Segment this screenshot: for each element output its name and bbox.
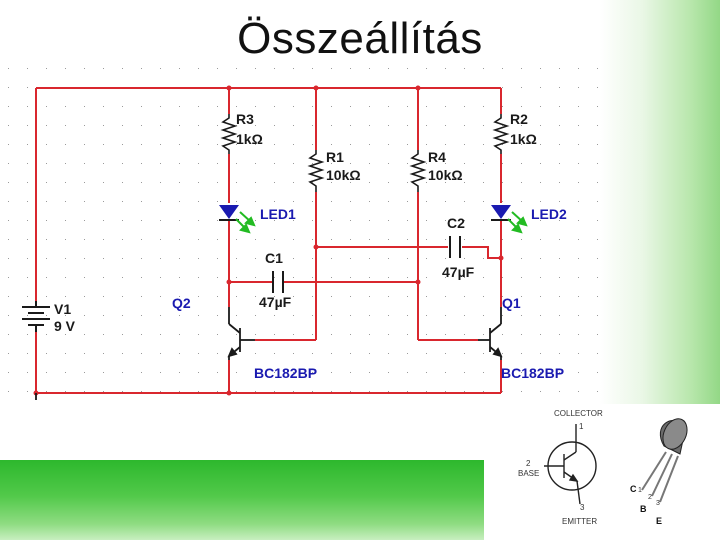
c1-value-label: 47µF [259,294,292,310]
base-pin-number: 2 [526,459,531,468]
r3-resistor-symbol [220,114,238,154]
npn-transistor-diagram [544,424,597,505]
q2-part-label: BC182BP [254,365,317,381]
pinout-canvas: COLLECTOR 1 2 BASE 3 EMITTER C B E 1 2 3 [518,409,688,526]
package-e-label: E [656,516,662,526]
q2-name-label: Q2 [172,295,191,311]
c2-value-label: 47µF [442,264,475,280]
to92-package-drawing [641,418,688,503]
c1-capacitor-symbol [272,271,284,293]
transistor-pinout-panel: COLLECTOR 1 2 BASE 3 EMITTER C B E 1 2 3 [484,404,720,540]
q1-name-label: Q1 [502,295,521,311]
v1-name-label: V1 [54,301,71,317]
led2-symbol [491,205,528,234]
junction-dots [33,85,504,396]
package-pin3-number: 3 [656,500,660,507]
r2-value-label: 1kΩ [510,131,537,147]
collector-pin-number: 1 [579,422,584,431]
r2-resistor-symbol [492,114,510,154]
r4-name-label: R4 [428,149,446,165]
circuit-schematic: R3 1kΩ R1 10kΩ R4 10kΩ R2 1kΩ C1 47µF C2… [0,62,600,400]
c2-name-label: C2 [447,215,465,231]
led1-symbol [219,205,256,234]
package-pin2-number: 2 [648,494,652,501]
package-pin1-number: 1 [638,487,642,494]
c2-capacitor-symbol [449,236,461,258]
r1-value-label: 10kΩ [326,167,361,183]
emitter-pin-number: 3 [580,503,585,512]
v1-value-label: 9 V [54,318,76,334]
r1-name-label: R1 [326,149,344,165]
collector-label: COLLECTOR [554,409,603,418]
r3-name-label: R3 [236,111,254,127]
base-label: BASE [518,469,539,478]
led2-name-label: LED2 [531,206,567,222]
q2-transistor-symbol [227,307,255,360]
c1-name-label: C1 [265,250,283,266]
emitter-label: EMITTER [562,517,597,526]
r2-name-label: R2 [510,111,528,127]
led1-name-label: LED1 [260,206,296,222]
schematic-canvas: R3 1kΩ R1 10kΩ R4 10kΩ R2 1kΩ C1 47µF C2… [8,68,598,400]
slide-title: Összeállítás [237,14,483,63]
ground-symbol [35,393,37,400]
r4-value-label: 10kΩ [428,167,463,183]
r1-resistor-symbol [307,150,325,192]
package-b-label: B [640,504,647,514]
r4-resistor-symbol [409,150,427,192]
q1-part-label: BC182BP [501,365,564,381]
r3-value-label: 1kΩ [236,131,263,147]
q1-transistor-symbol [478,307,503,360]
circuit-wires [35,87,502,394]
v1-battery-symbol [22,301,50,332]
package-c-label: C [630,484,637,494]
